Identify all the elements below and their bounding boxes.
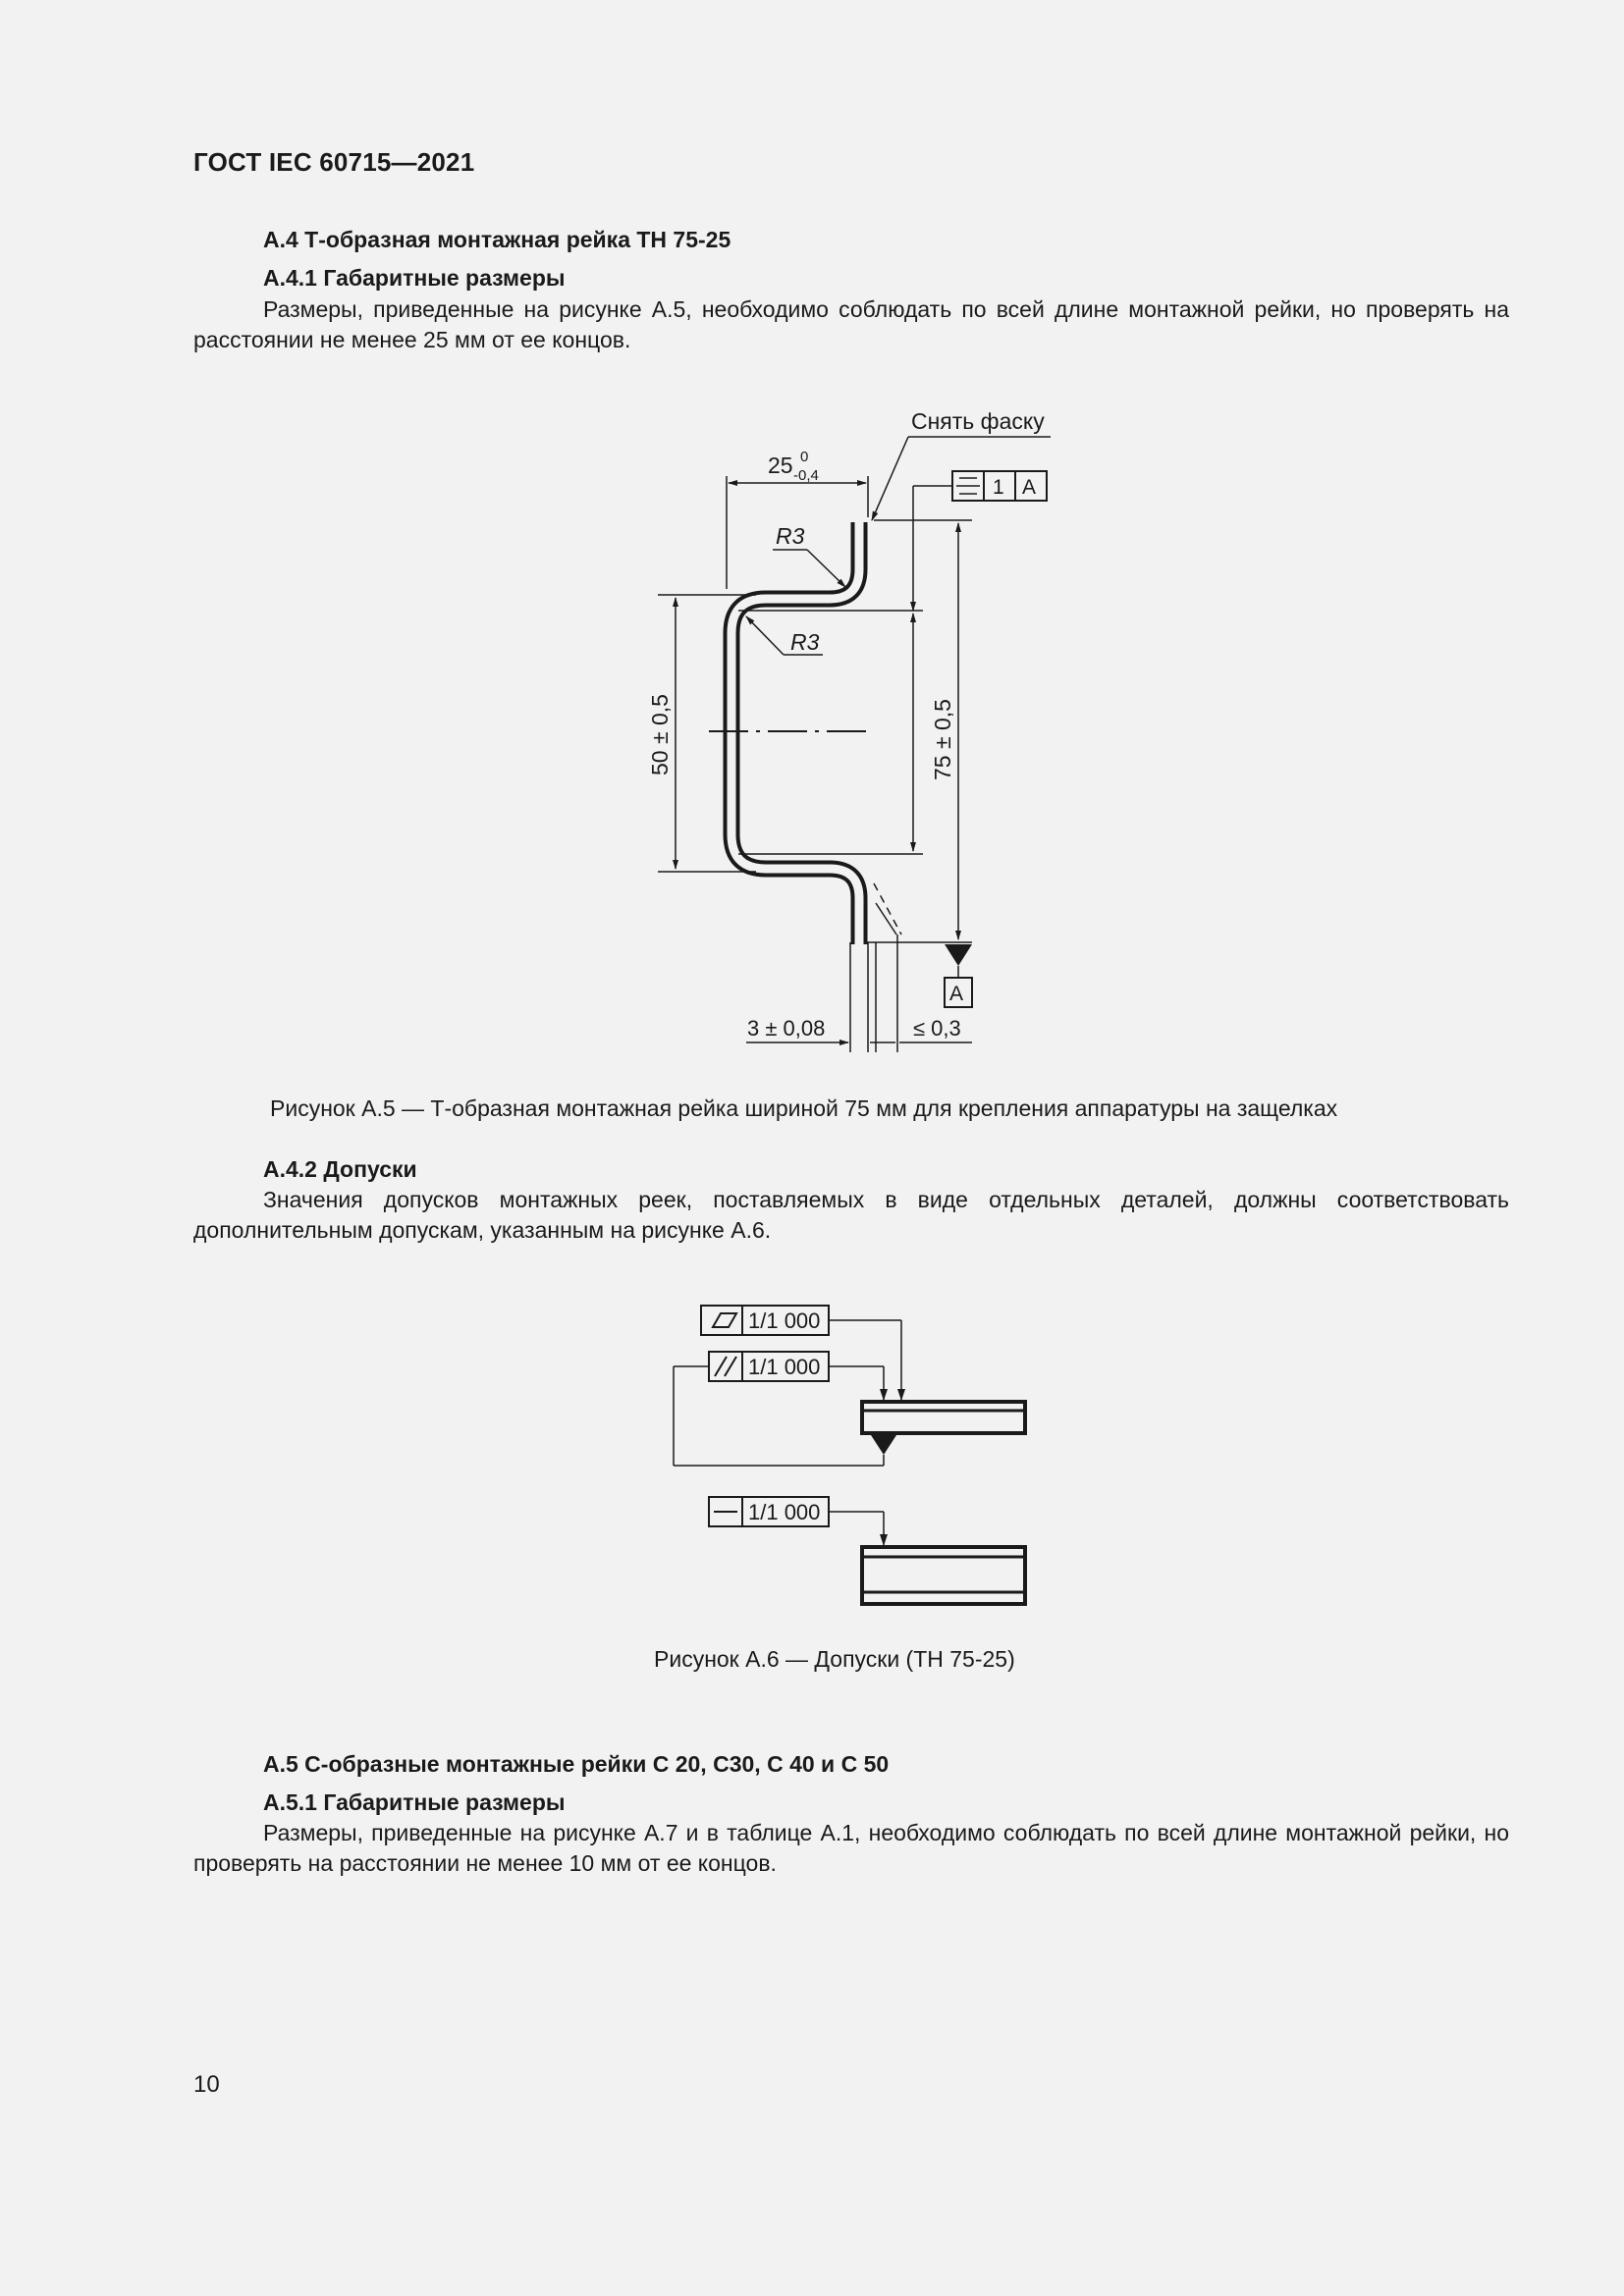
radius-top-label: R3 [776,523,805,549]
svg-text:1: 1 [993,476,1004,499]
width-lower-tolerance: -0,4 [793,467,819,484]
section-a4-title: А.4 Т-образная монтажная рейка ТН 75-25 [263,227,731,252]
width-dimension: 25 [768,453,793,478]
parallelism-tolerance-frame: 1/1 000 [708,1351,830,1382]
straightness-tolerance-frame: 1/1 000 [708,1496,830,1527]
subsection-a51-title: А.5.1 Габаритные размеры [263,1789,566,1815]
svg-text:A: A [949,983,963,1005]
thickness-dimension: 3 ± 0,08 [747,1016,825,1041]
figure-a6-caption: Рисунок А.6 — Допуски (ТН 75-25) [654,1646,1015,1672]
document-code-header: ГОСТ IEC 60715—2021 [193,147,475,177]
subsection-a41-text: Размеры, приведенные на рисунке А.5, нео… [193,296,1509,352]
page-number: 10 [193,2071,220,2098]
subsection-a41-title: А.4.1 Габаритные размеры [263,265,566,291]
datum-triangle [945,944,972,966]
parallelism-icon [714,1356,728,1377]
rail-section-bottom [860,1545,1027,1606]
figure-a5-drawing: 25 0 -0,4 Снять фаску 1 A R3 R3 50 ± 0,5… [647,408,1051,1052]
gap-dimension: ≤ 0,3 [913,1016,961,1041]
datum-box [944,977,973,1008]
chamfer-note: Снять фаску [911,408,1045,434]
flatness-icon [711,1312,738,1328]
svg-text:A: A [1022,476,1036,499]
svg-text:1/1 000: 1/1 000 [748,1355,820,1379]
rail-section-top [860,1400,1027,1435]
flatness-tolerance-frame: 1/1 000 [700,1305,830,1336]
height-75-dimension: 75 ± 0,5 [930,699,955,780]
width-upper-tolerance: 0 [800,449,808,465]
figure-a5-caption: Рисунок А.5 — Т-образная монтажная рейка… [270,1095,1338,1121]
svg-text:1/1 000: 1/1 000 [748,1500,820,1524]
subsection-a42-text: Значения допусков монтажных реек, постав… [193,1187,1509,1243]
rail-profile [723,522,868,944]
subsection-a51-text: Размеры, приведенные на рисунке А.7 и в … [193,1820,1509,1876]
height-50-dimension: 50 ± 0,5 [647,694,673,775]
datum-triangle-a6 [871,1435,896,1455]
figure-a6-drawing: 1/1 000 1/1 000 1/1 000 [673,1305,1027,1606]
svg-text:1/1 000: 1/1 000 [748,1308,820,1333]
symmetry-tolerance-frame: 1 A [951,470,1048,502]
subsection-a42-title: А.4.2 Допуски [263,1156,417,1182]
section-a5-title: А.5 С-образные монтажные рейки С 20, С30… [263,1751,890,1777]
radius-inner-label: R3 [790,629,820,655]
